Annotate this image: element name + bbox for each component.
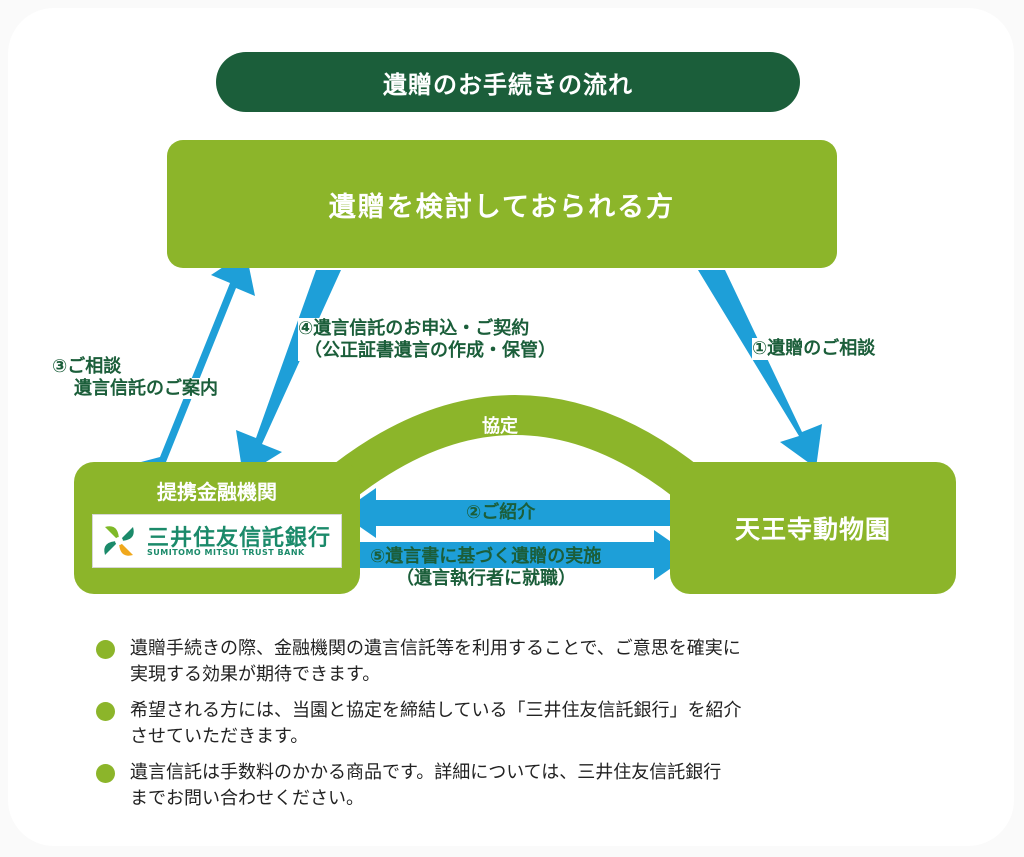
bank-logo: 三井住友信託銀行 SUMITOMO MITSUI TRUST BANK [92, 514, 342, 568]
note-item: 希望される方には、当園と協定を締結している「三井住友信託銀行」を紹介 させていた… [96, 698, 956, 750]
label-step5-line1: ⑤遺言書に基づく遺贈の実施 [370, 546, 602, 567]
node-partner-bank: 提携金融機関 三井住友信託銀行 SUMITOMO MITSUI TRUST BA… [74, 462, 360, 594]
label-step2: ②ご紹介 [466, 502, 536, 523]
note-line: させていただきます。 [130, 726, 309, 747]
partner-bank-title: 提携金融機関 [157, 480, 277, 504]
node-prospective-donor: 遺贈を検討しておられる方 [167, 140, 837, 268]
arrow-application-down [236, 270, 341, 476]
label-step4-line2: （公正証書遺言の作成・保管） [298, 339, 556, 362]
bank-name-jp: 三井住友信託銀行 [147, 526, 332, 551]
agreement-label: 協定 [482, 416, 518, 437]
bank-logo-icon [104, 526, 134, 556]
label-step3-line2: 遺言信託のご案内 [52, 377, 218, 400]
note-line: 遺言信託は手数料のかかる商品です。詳細については、三井住友信託銀行 [130, 762, 722, 783]
bullet-icon [96, 764, 115, 783]
arrow-bequest-execution [358, 530, 690, 580]
agreement-arc [286, 395, 744, 535]
label-step3: ③ご相談 遺言信託のご案内 [52, 356, 218, 400]
node-tennoji-zoo: 天王寺動物園 [670, 462, 956, 594]
arrow-bequest-consultation [698, 270, 822, 468]
notes-list: 遺贈手続きの際、金融機関の遺言信託等を利用することで、ご意思を確実に 実現する効… [96, 636, 956, 822]
note-item: 遺言信託は手数料のかかる商品です。詳細については、三井住友信託銀行 までお問い合… [96, 760, 956, 812]
label-step5-line2: （遺言執行者に就職） [396, 567, 576, 589]
label-step4-line1: ④遺言信託のお申込・ご契約 [298, 318, 556, 340]
label-step3-line1: ③ご相談 [52, 356, 122, 377]
note-line: 実現する効果が期待できます。 [130, 664, 381, 685]
page-title: 遺贈のお手続きの流れ [216, 52, 800, 112]
arrow-consultation-up [141, 252, 255, 462]
note-line: までお問い合わせください。 [130, 788, 364, 809]
bullet-icon [96, 702, 115, 721]
bank-name-en: SUMITOMO MITSUI TRUST BANK [147, 548, 305, 557]
note-line: 希望される方には、当園と協定を締結している「三井住友信託銀行」を紹介 [130, 700, 742, 721]
note-item: 遺贈手続きの際、金融機関の遺言信託等を利用することで、ご意思を確実に 実現する効… [96, 636, 956, 688]
label-step4: ④遺言信託のお申込・ご契約 （公正証書遺言の作成・保管） [298, 318, 556, 362]
label-step5: ⑤遺言書に基づく遺贈の実施 （遺言執行者に就職） [370, 546, 601, 589]
note-line: 遺贈手続きの際、金融機関の遺言信託等を利用することで、ご意思を確実に [130, 638, 741, 659]
bullet-icon [96, 640, 115, 659]
label-step1: ①遺贈のご相談 [752, 338, 876, 360]
arrow-introduction [340, 488, 674, 538]
